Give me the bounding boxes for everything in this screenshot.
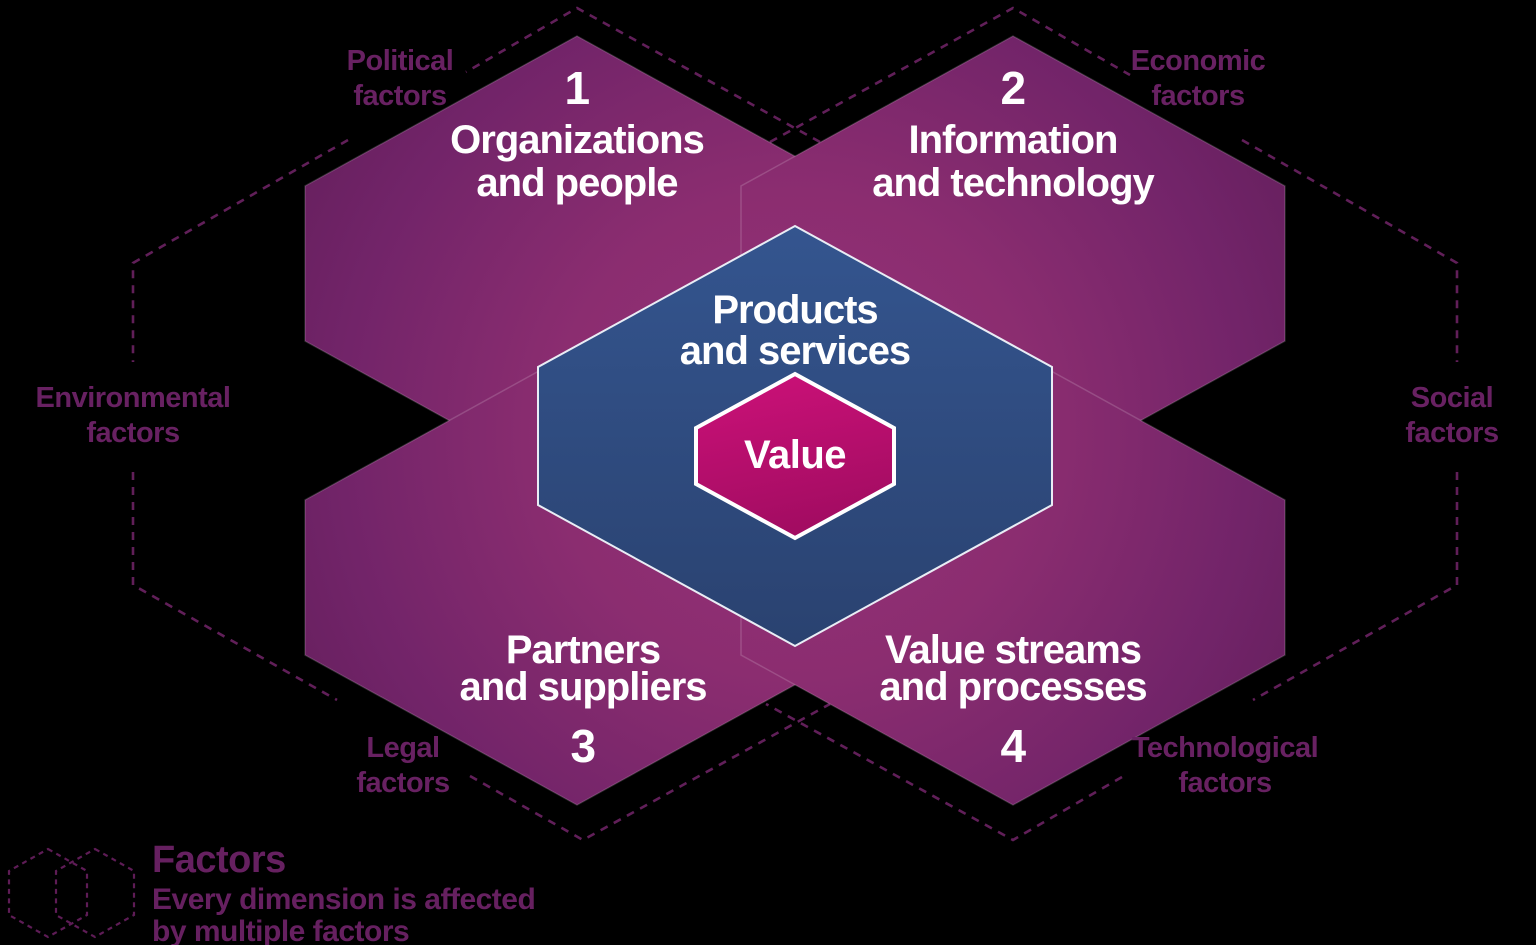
factor-economic-label: Economic factors <box>1131 45 1266 112</box>
dashed-edge-legal-valley <box>469 702 831 842</box>
products-services-label: Products and services <box>680 288 911 373</box>
factor-environmental-line2: factors <box>86 417 179 449</box>
dimension-2-number: 2 <box>1000 62 1025 114</box>
dimension-3-label: Partners and suppliers 3 <box>459 628 707 772</box>
factor-technological-line1: Technological <box>1132 732 1318 764</box>
dashed-edge-technological-valley <box>765 702 1123 842</box>
factor-social-label: Social factors <box>1405 382 1499 449</box>
factor-technological-label: Technological factors <box>1132 732 1319 799</box>
overlapping-hexagons-icon <box>7 847 136 939</box>
dimension-3-number: 3 <box>570 720 595 772</box>
dimension-4-line1: Value streams <box>885 628 1141 672</box>
legend-hexagon-left <box>7 847 89 939</box>
dimension-4-line2: and processes <box>879 665 1146 709</box>
dimension-2-label: 2 Information and technology <box>872 62 1156 205</box>
dashed-edge-right-lower <box>1252 472 1459 702</box>
dimension-2-line1: Information <box>909 118 1118 162</box>
factor-environmental-label: Environmental factors <box>36 382 231 449</box>
dimension-3-line1: Partners <box>506 628 660 672</box>
dashed-edge-economic-peak <box>769 6 1131 144</box>
dimension-3-line2: and suppliers <box>459 665 706 709</box>
dimension-1-line1: Organizations <box>450 118 704 162</box>
legend-title: Factors <box>152 839 286 881</box>
dimension-1-number: 1 <box>564 62 589 114</box>
legend-line1: Every dimension is affected <box>152 883 535 916</box>
products-line: Products <box>712 288 877 332</box>
dimension-4-label: Value streams and processes 4 <box>879 628 1147 772</box>
factor-political-line1: Political <box>347 45 454 77</box>
factors-dashed-outline <box>131 6 1459 842</box>
factor-legal-line2: factors <box>356 767 449 799</box>
factor-technological-line2: factors <box>1178 767 1271 799</box>
dashed-edge-left-lower <box>131 472 338 702</box>
value-hexagon <box>694 371 896 541</box>
factor-political-label: Political factors <box>347 45 454 112</box>
dimension-2-line2: and technology <box>872 161 1155 205</box>
factor-legal-line1: Legal <box>366 732 439 764</box>
dashed-edge-political-peak <box>465 6 821 144</box>
dimension-1-line2: and people <box>476 161 677 205</box>
dashed-edge-left-upper <box>131 138 349 362</box>
dimension-4-number: 4 <box>1000 720 1026 772</box>
legend-hexagon-right <box>54 847 136 939</box>
legend-line2: by multiple factors <box>152 915 409 945</box>
services-line: and services <box>680 329 910 373</box>
factor-social-line2: factors <box>1405 417 1498 449</box>
value-label: Value <box>744 433 846 477</box>
factor-social-line1: Social <box>1411 382 1493 414</box>
factor-economic-line2: factors <box>1151 80 1244 112</box>
factor-political-line2: factors <box>353 80 446 112</box>
dimension-1-label: 1 Organizations and people <box>450 62 705 205</box>
factor-legal-label: Legal factors <box>356 732 450 799</box>
legend: Factors Every dimension is affected by m… <box>7 839 536 945</box>
dashed-edge-right-upper <box>1241 138 1459 362</box>
factor-environmental-line1: Environmental <box>36 382 231 414</box>
factor-economic-line1: Economic <box>1131 45 1266 77</box>
